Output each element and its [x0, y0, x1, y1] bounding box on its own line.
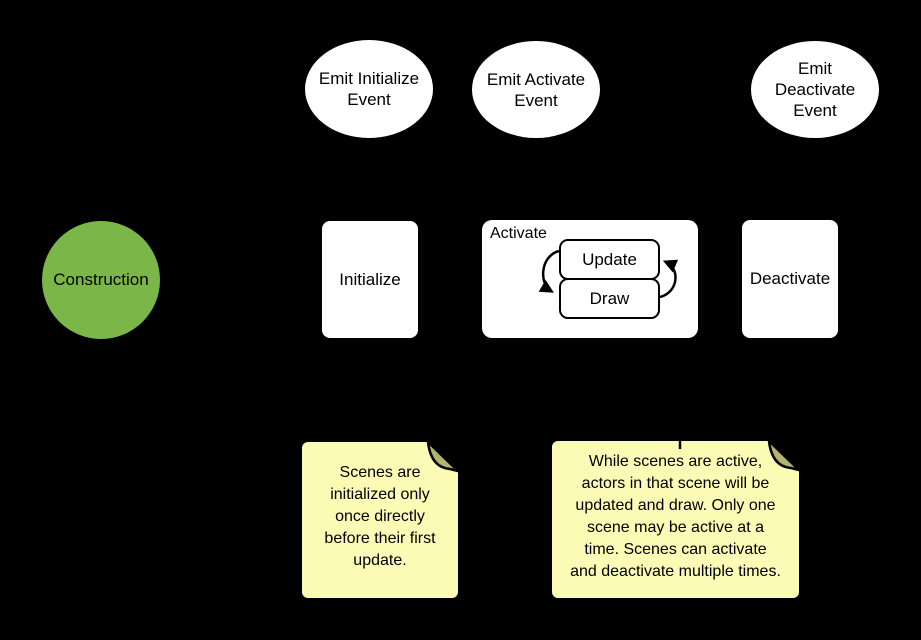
draw-label: Draw: [589, 288, 630, 308]
initialize-state-box: Initialize: [322, 221, 418, 338]
update-to-draw-arrow: [538, 249, 560, 293]
activate-label: Activate: [490, 225, 547, 242]
sticky-note-activate-text: While scenes are active,actors in that s…: [570, 452, 781, 580]
activate-state-box: Activate Update Draw: [482, 220, 698, 338]
draw-to-update-arrow: [659, 259, 679, 299]
construction-node: Construction: [42, 221, 160, 339]
draw-substate-box: Draw: [559, 278, 660, 319]
deactivate-state-box: Deactivate: [742, 220, 838, 338]
initialize-label: Initialize: [339, 269, 401, 289]
sticky-note-activate: While scenes are active,actors in that s…: [552, 441, 799, 598]
update-substate-box: Update: [559, 239, 660, 280]
construction-label: Construction: [53, 270, 149, 289]
update-label: Update: [582, 249, 637, 269]
deactivate-label: Deactivate: [749, 269, 831, 288]
